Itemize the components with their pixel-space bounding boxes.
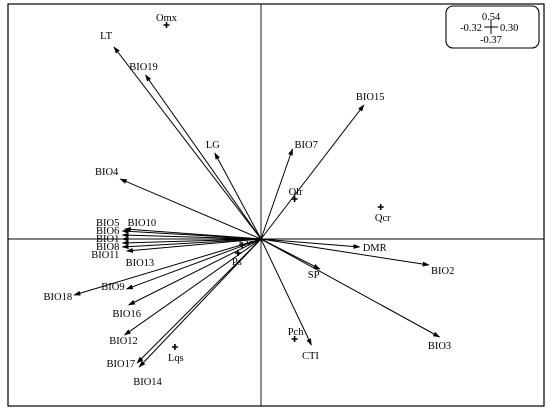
arrow-label-bio5: BIO5: [96, 218, 119, 229]
arrow-label-bio12: BIO12: [109, 336, 138, 347]
arrow-bio19: [145, 74, 262, 240]
point-marker-olr: [291, 196, 298, 202]
arrow-label-lg: LG: [206, 140, 220, 151]
arrow-label-bio4: BIO4: [95, 167, 119, 178]
arrow-label-bio15: BIO15: [356, 92, 385, 103]
point-marker-omx: [163, 22, 170, 28]
arrow-bio16: [128, 238, 262, 306]
arrow-bio4: [119, 178, 262, 240]
point-marker-pch: [291, 336, 298, 342]
arrow-bio8: [121, 238, 262, 246]
arrow-bio2: [260, 238, 430, 267]
arrow-bio6: [121, 232, 262, 240]
scale-left-value: -0.32: [460, 23, 482, 34]
arrow-label-bio16: BIO16: [112, 309, 141, 320]
point-label-pch: Pch: [288, 327, 305, 338]
point-marker-cv: [239, 242, 246, 248]
arrow-label-bio8: BIO8: [96, 242, 119, 253]
arrow-label-bio10: BIO10: [128, 218, 157, 229]
arrow-label-bio11: BIO11: [91, 250, 119, 261]
point-label-olr: Olr: [289, 187, 304, 198]
point-label-lqs: Lqs: [168, 353, 184, 364]
arrow-label-dmr: DMR: [363, 243, 387, 254]
arrow-bio18: [73, 238, 262, 296]
arrow-bio3: [260, 238, 441, 338]
scale-right-value: 0.30: [500, 23, 518, 34]
arrow-bio5: [121, 228, 262, 240]
scale-legend: 0.54 -0.32 0.30 -0.37: [445, 5, 540, 49]
arrow-label-bio18: BIO18: [44, 292, 73, 303]
point-label-cv: Cv: [239, 238, 252, 249]
arrow-label-lt: LT: [100, 31, 112, 42]
arrow-bio14: [138, 238, 262, 368]
arrow-bio7: [260, 148, 293, 240]
arrow-label-bio14: BIO14: [133, 377, 162, 388]
scale-top-value: 0.54: [482, 12, 501, 23]
arrow-label-bio19: BIO19: [129, 62, 158, 73]
point-label-ps: Ps: [232, 257, 242, 268]
arrow-label-cti: CTI: [302, 351, 319, 362]
arrow-label-bio6: BIO6: [96, 226, 119, 237]
arrow-label-bio1: BIO1: [96, 234, 119, 245]
arrow-bio17: [136, 238, 262, 364]
arrow-label-sp: SP: [308, 270, 320, 281]
plot-frame: [7, 3, 545, 407]
point-label-qcr: Qcr: [375, 213, 391, 224]
scale-bottom-value: -0.37: [480, 35, 502, 46]
arrow-lt: [113, 46, 262, 240]
arrow-label-bio2: BIO2: [431, 266, 454, 277]
arrow-bio15: [260, 104, 365, 240]
point-marker-ps: [234, 250, 241, 256]
arrow-cti: [260, 238, 312, 346]
arrow-label-bio13: BIO13: [126, 258, 155, 269]
point-marker-qcr: [377, 204, 384, 210]
arrow-dmr: [260, 238, 361, 249]
point-marker-lqs: [171, 344, 178, 350]
arrow-bio11: [121, 238, 262, 250]
point-label-omx: Omx: [156, 13, 178, 24]
arrow-bio9: [125, 238, 262, 290]
arrow-label-bio7: BIO7: [295, 140, 318, 151]
arrow-label-bio3: BIO3: [428, 341, 451, 352]
arrow-lg: [214, 152, 262, 240]
arrow-label-bio9: BIO9: [101, 282, 124, 293]
arrow-label-bio17: BIO17: [107, 359, 136, 370]
arrow-bio13: [125, 238, 262, 253]
